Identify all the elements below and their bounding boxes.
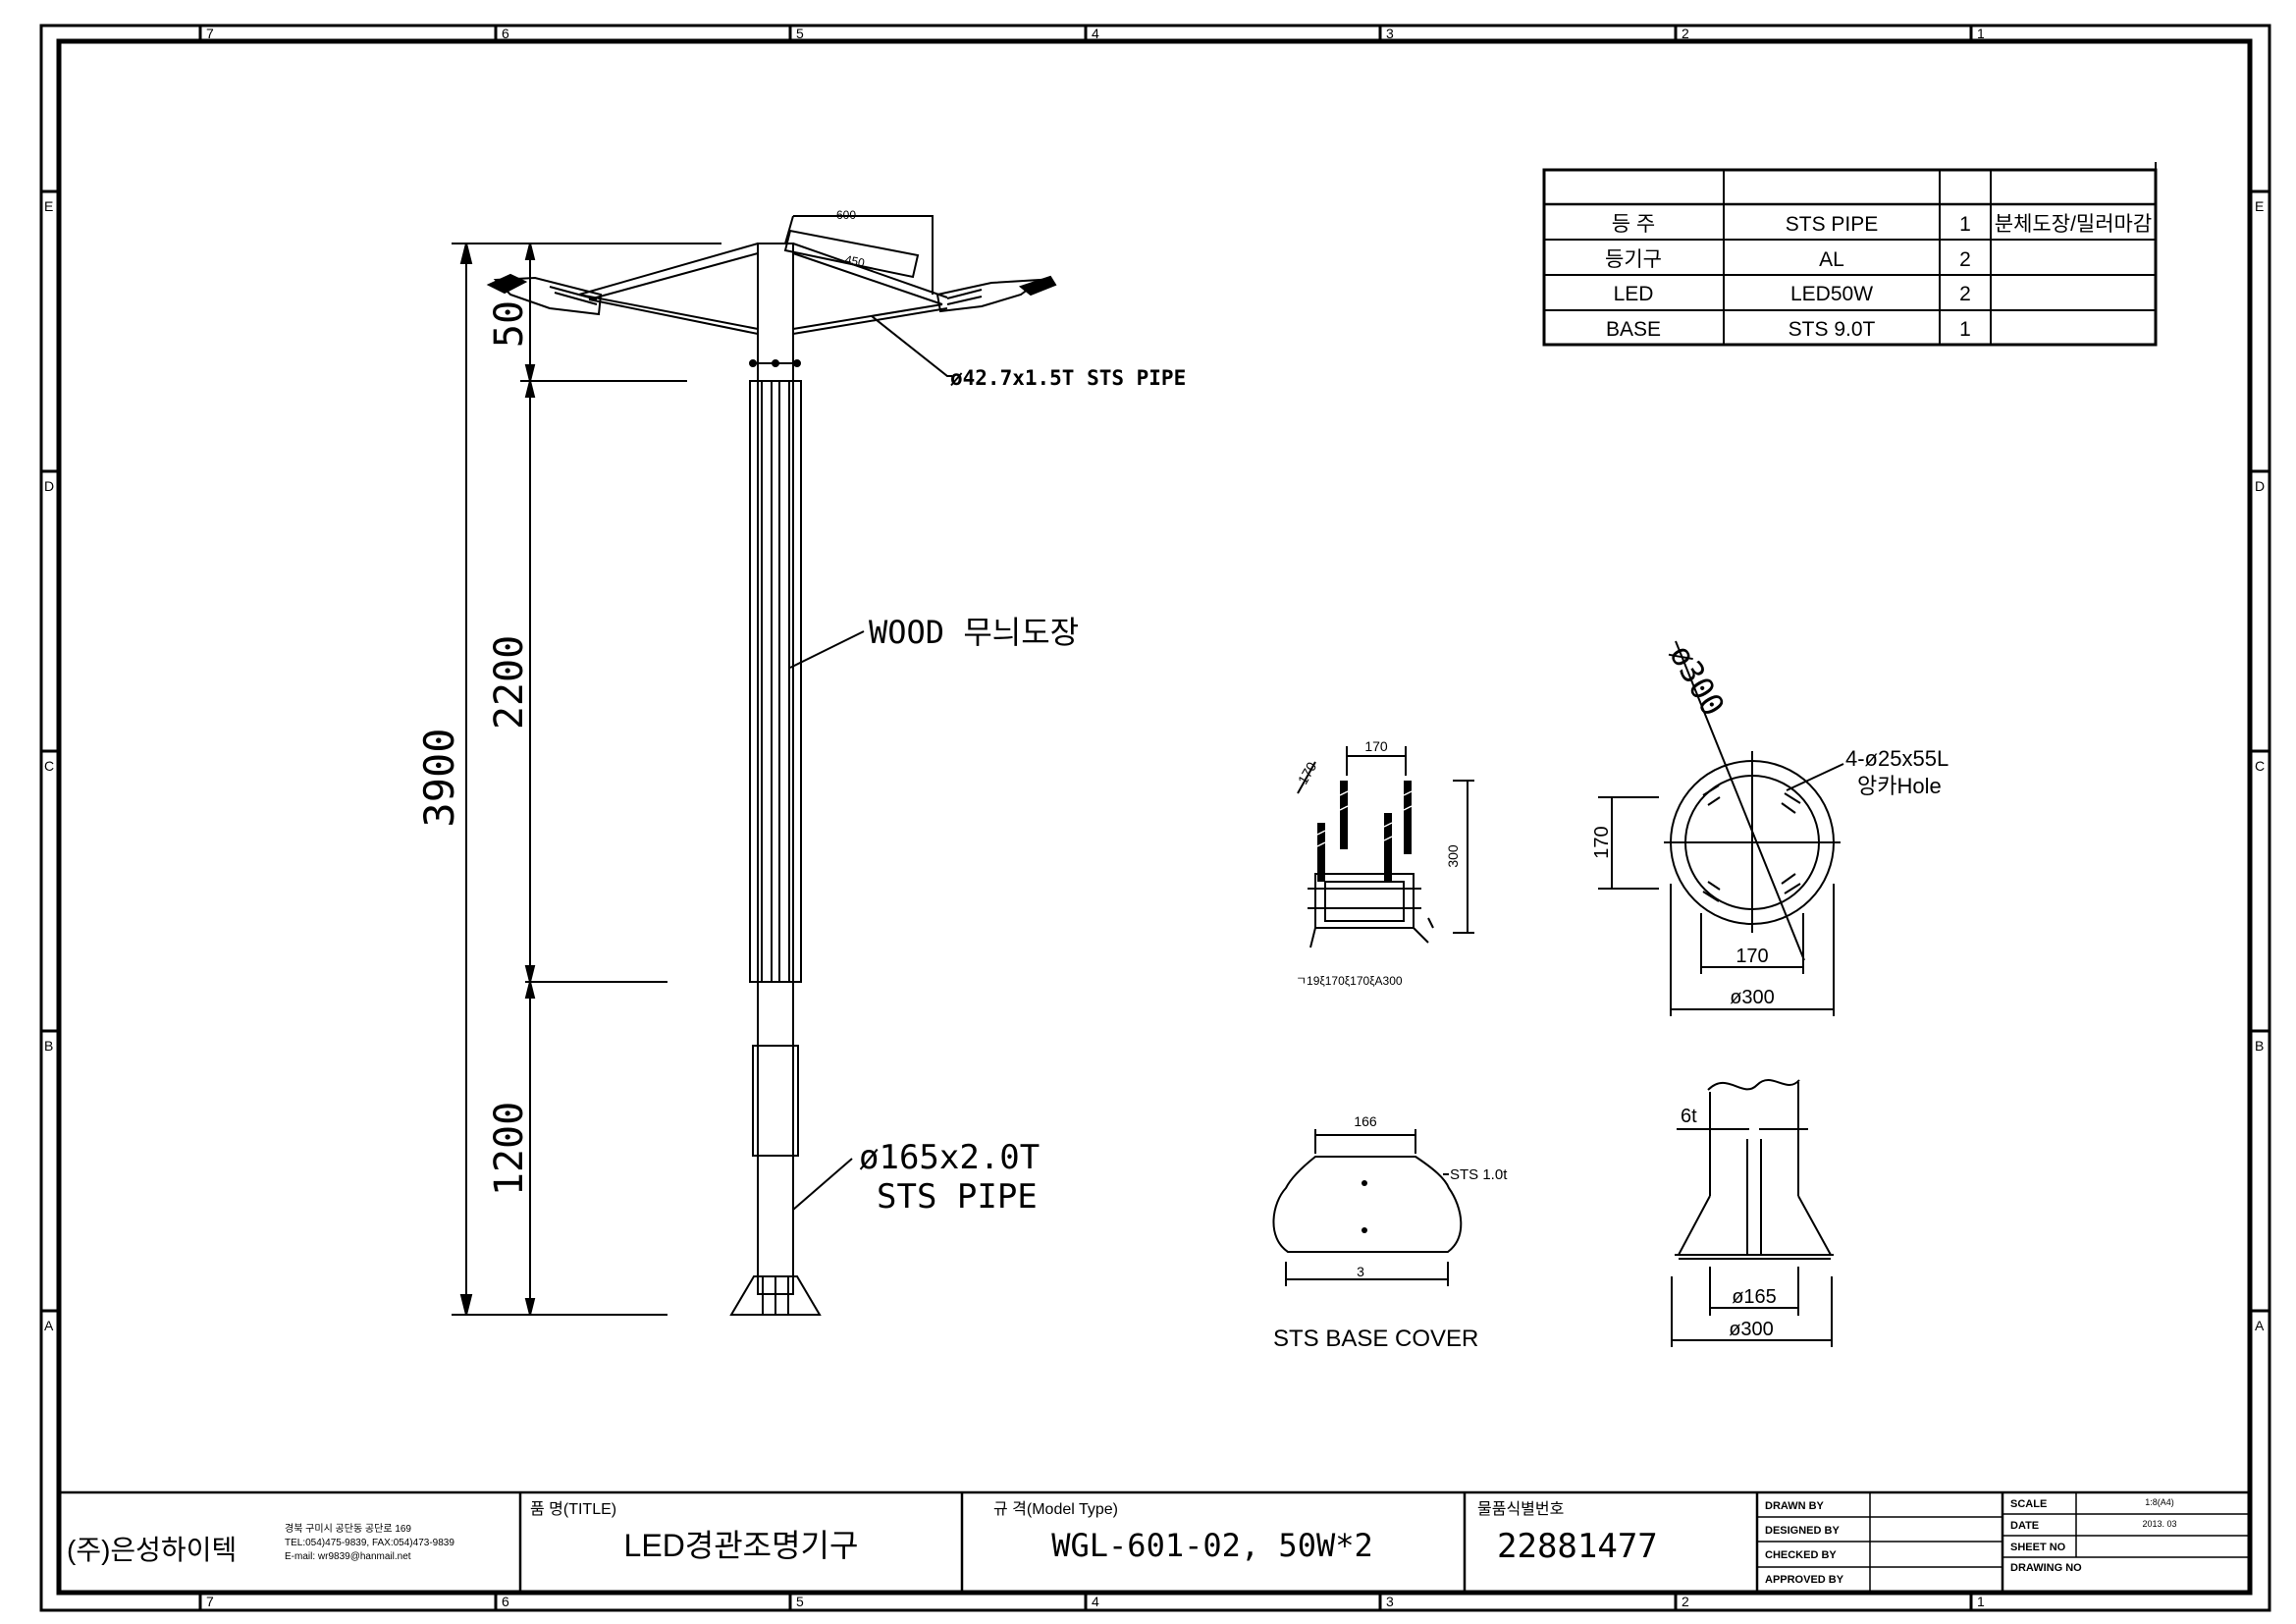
parts-row-1-name: 등 주 (1612, 213, 1655, 236)
row-label-E: E (44, 198, 53, 214)
parts-row-1-qty: 1 (1959, 213, 1971, 236)
parts-row-4-material: STS 9.0T (1789, 318, 1876, 341)
parts-row-2-material: AL (1819, 248, 1844, 271)
role-checked-by: CHECKED BY (1765, 1549, 1837, 1561)
meta-sheet-no: SHEET NO (2010, 1542, 2066, 1553)
column-markers-bottom (198, 1593, 1973, 1610)
base-plan-view: ø300 4-ø25x55L 앙카Hole 170 170 ø300 (1591, 638, 1949, 1016)
model-label: 규 격(Model Type) (993, 1500, 1118, 1518)
role-approved-by: APPROVED BY (1765, 1574, 1844, 1586)
col-label-bottom-1: 1 (1977, 1594, 1985, 1609)
meta-date: DATE (2010, 1520, 2039, 1532)
meta-drawing-no: DRAWING NO (2010, 1562, 2082, 1574)
row-label-right-E: E (2255, 198, 2264, 214)
cover-dim-top: 166 (1354, 1113, 1377, 1129)
dim-total-height: 3900 (415, 728, 463, 827)
id-value: 22881477 (1497, 1527, 1658, 1566)
col-label-bottom-5: 5 (796, 1594, 804, 1609)
parts-row-1-material: STS PIPE (1786, 213, 1879, 236)
anchor-dim-top: 170 (1364, 738, 1388, 754)
parts-row-3-name: LED (1614, 283, 1654, 305)
col-label-bottom-2: 2 (1682, 1594, 1689, 1609)
parts-row-3-qty: 2 (1959, 283, 1971, 305)
col-label-5: 5 (796, 26, 804, 41)
dim-top-height: 50 (487, 300, 532, 348)
hole-label-2: 앙카Hole (1857, 774, 1942, 798)
pole-pipe-label-1: ø165x2.0T (859, 1138, 1040, 1177)
plan-dim-bottom-170: 170 (1735, 946, 1768, 967)
dim-mid-height: 2200 (487, 635, 532, 730)
col-label-bottom-7: 7 (206, 1594, 214, 1609)
wood-finish-label: WOOD 무늬도장 (869, 614, 1079, 651)
parts-row-1-note: 분체도장/밀러마감 (1995, 213, 2152, 236)
pole-body (729, 243, 822, 1316)
row-label-right-B: B (2255, 1038, 2264, 1054)
arm-dim-top: 600 (836, 208, 856, 222)
parts-row-2-name: 등기구 (1605, 248, 1662, 271)
row-label-A: A (44, 1318, 54, 1333)
company-name: (주)은성하이텍 (67, 1535, 237, 1565)
col-label-6: 6 (502, 26, 509, 41)
anchor-frame: 170 170 300 ㄱ19ξ170ξ170ξA300 (1295, 738, 1474, 988)
row-label-C: C (44, 758, 54, 774)
parts-row-2-qty: 2 (1959, 248, 1971, 271)
meta-scale: SCALE (2010, 1498, 2047, 1510)
anchor-dim-height: 300 (1445, 844, 1461, 868)
col-label-4: 4 (1092, 26, 1099, 41)
title-block: (주)은성하이텍 경북 구미시 공단동 공단로 169 TEL:054)475-… (59, 1490, 2250, 1593)
role-designed-by: DESIGNED BY (1765, 1525, 1840, 1537)
id-label: 물품식별번호 (1477, 1500, 1564, 1518)
base-section: 6t ø165 ø300 (1671, 1079, 1834, 1347)
row-label-right-A: A (2255, 1318, 2265, 1333)
parts-row-3-material: LED50W (1790, 283, 1873, 305)
drawing-frame: 7 6 5 4 3 2 1 7 6 5 4 3 2 1 E D C B (39, 24, 2271, 1612)
plan-dim-side: 170 (1591, 826, 1613, 858)
company-address: 경북 구미시 공단동 공단로 169 (285, 1522, 411, 1535)
cover-dim-bottom: 3 (1357, 1264, 1364, 1279)
role-drawn-by: DRAWN BY (1765, 1500, 1825, 1512)
row-label-D: D (44, 478, 54, 494)
company-tel: TEL:054)475-9839, FAX:054)473-9839 (285, 1538, 454, 1548)
parts-table: 등 주 STS PIPE 1 분체도장/밀러마감 등기구 AL 2 LED LE… (1542, 162, 2158, 347)
pole-elevation: 3900 50 2200 1200 (415, 208, 1186, 1316)
section-dim-thickness: 6t (1681, 1106, 1697, 1127)
arm-dim-inner: 450 (844, 252, 867, 270)
date-value: 2013. 03 (2142, 1519, 2176, 1529)
col-label-1: 1 (1977, 26, 1985, 41)
column-markers-top (198, 26, 1973, 41)
model-value: WGL-601-02, 50W*2 (1051, 1527, 1373, 1564)
row-label-B: B (44, 1038, 53, 1054)
base-cover: 166 STS 1.0t 3 STS BASE COVER (1272, 1113, 1508, 1352)
base-cover-caption: STS BASE COVER (1273, 1326, 1478, 1352)
hole-label-1: 4-ø25x55L (1845, 746, 1949, 771)
row-label-right-D: D (2255, 478, 2265, 494)
scale-value: 1:8(A4) (2145, 1497, 2174, 1507)
anchor-dim-angle: 170 (1295, 759, 1320, 786)
row-label-right-C: C (2255, 758, 2265, 774)
cover-material: STS 1.0t (1450, 1166, 1508, 1183)
parts-row-4-name: BASE (1606, 318, 1661, 341)
section-dim-300: ø300 (1729, 1319, 1774, 1340)
plan-dim-bottom-300: ø300 (1730, 987, 1775, 1008)
anchor-caption: ㄱ19ξ170ξ170ξA300 (1296, 974, 1403, 988)
col-label-bottom-4: 4 (1092, 1594, 1099, 1609)
title-value: LED경관조명기구 (624, 1528, 859, 1563)
col-label-3: 3 (1386, 26, 1394, 41)
col-label-bottom-3: 3 (1386, 1594, 1394, 1609)
dim-bottom-height: 1200 (487, 1102, 532, 1196)
parts-row-4-qty: 1 (1959, 318, 1971, 341)
company-email: E-mail: wr9839@hanmail.net (285, 1551, 411, 1562)
col-label-7: 7 (206, 26, 214, 41)
arm-pipe-label: ø42.7x1.5T STS PIPE (950, 366, 1186, 390)
pole-pipe-label-2: STS PIPE (877, 1177, 1038, 1217)
col-label-2: 2 (1682, 26, 1689, 41)
section-dim-165: ø165 (1732, 1286, 1777, 1308)
title-label: 품 명(TITLE) (530, 1500, 616, 1518)
col-label-bottom-6: 6 (502, 1594, 509, 1609)
plan-dim-diameter: ø300 (1662, 638, 1732, 723)
lamp-arms (486, 215, 1057, 335)
